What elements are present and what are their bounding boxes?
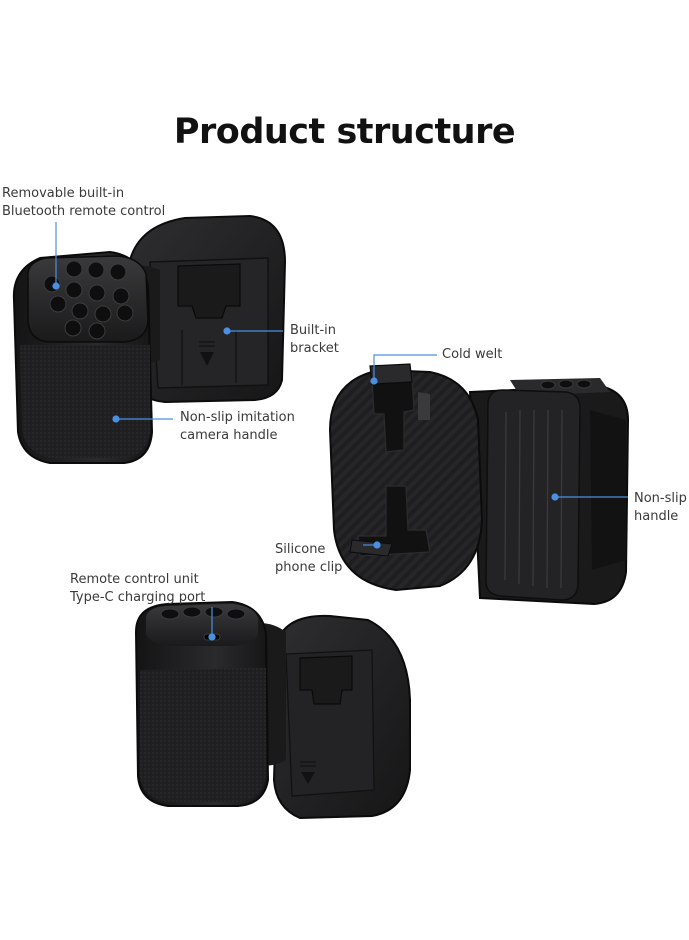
callout-line: Silicone <box>275 542 326 557</box>
device-back-view <box>328 363 630 606</box>
carbon-plate <box>328 368 484 592</box>
callout-line: Type-C charging port <box>70 590 206 605</box>
callout-line: phone clip <box>275 560 343 575</box>
callout-line: Remote control unit <box>70 572 199 587</box>
callout-lines <box>52 222 628 641</box>
cold-welt-leader <box>373 354 437 380</box>
callout-line: Non-slip imitation <box>180 410 295 425</box>
callout-bracket: Built-in bracket <box>290 322 339 358</box>
callout-line: handle <box>634 509 679 524</box>
callout-line: camera handle <box>180 428 278 443</box>
device-front-view <box>12 214 287 464</box>
callout-charging-port: Remote control unit Type-C charging port <box>70 571 205 607</box>
callout-phone-clip: Silicone phone clip <box>275 541 342 577</box>
device-side-view <box>134 600 411 820</box>
callout-cold-welt: Cold welt <box>442 346 502 364</box>
callout-grip: Non-slip imitation camera handle <box>180 409 295 445</box>
callout-line: Non-slip <box>634 491 687 506</box>
callout-line: Built-in <box>290 323 337 338</box>
remote-buttons <box>43 260 134 340</box>
page-title: Product structure <box>173 112 516 152</box>
callout-remote: Removable built-in Bluetooth remote cont… <box>2 185 165 221</box>
callout-line: Cold welt <box>442 347 503 362</box>
callout-handle: Non-slip handle <box>634 490 687 526</box>
callout-line: bracket <box>290 341 339 356</box>
callout-line: Removable built-in <box>2 186 125 201</box>
callout-line: Bluetooth remote control <box>2 204 166 219</box>
